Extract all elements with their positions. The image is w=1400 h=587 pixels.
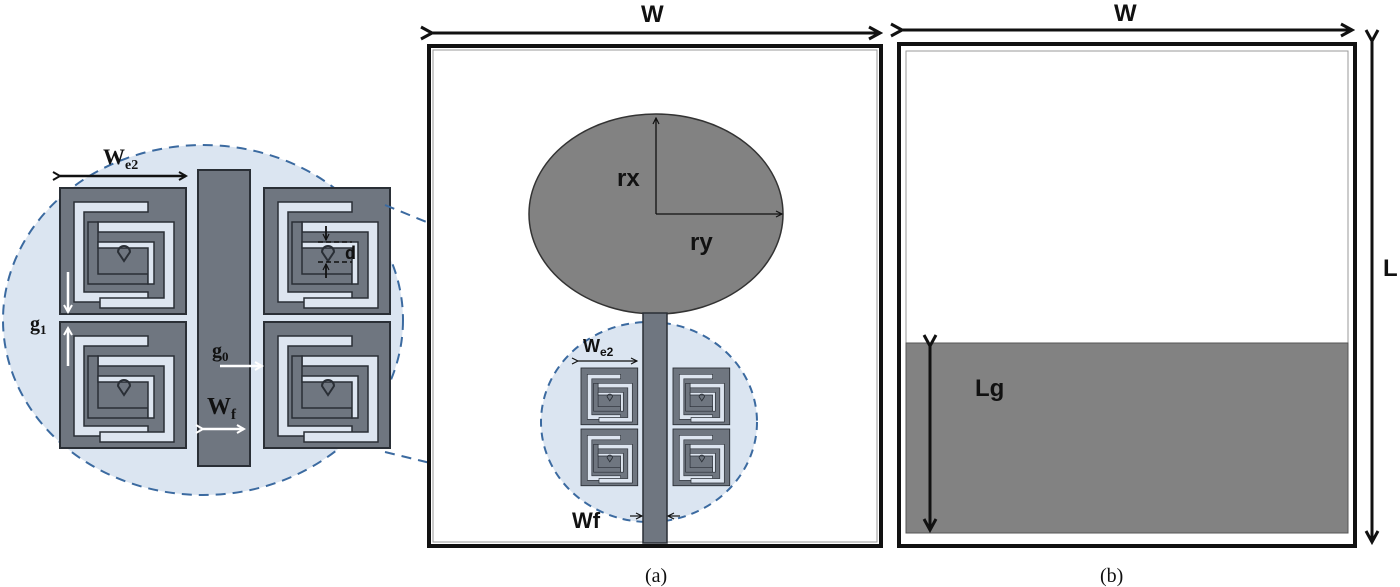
panel-b-back-view: W L Lg (b) bbox=[899, 0, 1398, 587]
ground-plane bbox=[905, 342, 1349, 534]
wf-inset-label: Wf bbox=[207, 394, 237, 423]
inset-panel: We2 g1 g0 Wf d bbox=[2, 144, 404, 496]
we2-label: We2 bbox=[103, 144, 138, 173]
resonator-a-bottom-right bbox=[672, 428, 731, 487]
resonator-top-left bbox=[59, 187, 187, 315]
ry-label: ry bbox=[690, 229, 713, 256]
wf-label-a: Wf bbox=[572, 508, 601, 533]
resonator-a-top-left bbox=[580, 367, 639, 426]
we2-label-a: We2 bbox=[583, 336, 614, 359]
feed-line-a bbox=[642, 312, 668, 544]
resonator-a-top-right bbox=[672, 367, 731, 426]
caption-b: (b) bbox=[1100, 565, 1123, 587]
g0-label: g0 bbox=[212, 340, 229, 364]
w-label-a: W bbox=[641, 1, 664, 28]
inset-feed-line bbox=[197, 169, 251, 467]
rx-label: rx bbox=[617, 165, 640, 192]
resonator-top-right bbox=[263, 187, 391, 315]
g1-label: g1 bbox=[30, 313, 47, 337]
l-label: L bbox=[1383, 255, 1398, 282]
lg-label: Lg bbox=[975, 375, 1004, 402]
resonator-bottom-left bbox=[59, 321, 187, 449]
resonator-bottom-right bbox=[263, 321, 391, 449]
resonator-a-bottom-left bbox=[580, 428, 639, 487]
w-label-b: W bbox=[1114, 0, 1137, 27]
panel-a-front-view: W rx ry We2 Wf (a) bbox=[429, 1, 883, 587]
d-label: d bbox=[345, 243, 356, 263]
caption-a: (a) bbox=[645, 565, 667, 587]
